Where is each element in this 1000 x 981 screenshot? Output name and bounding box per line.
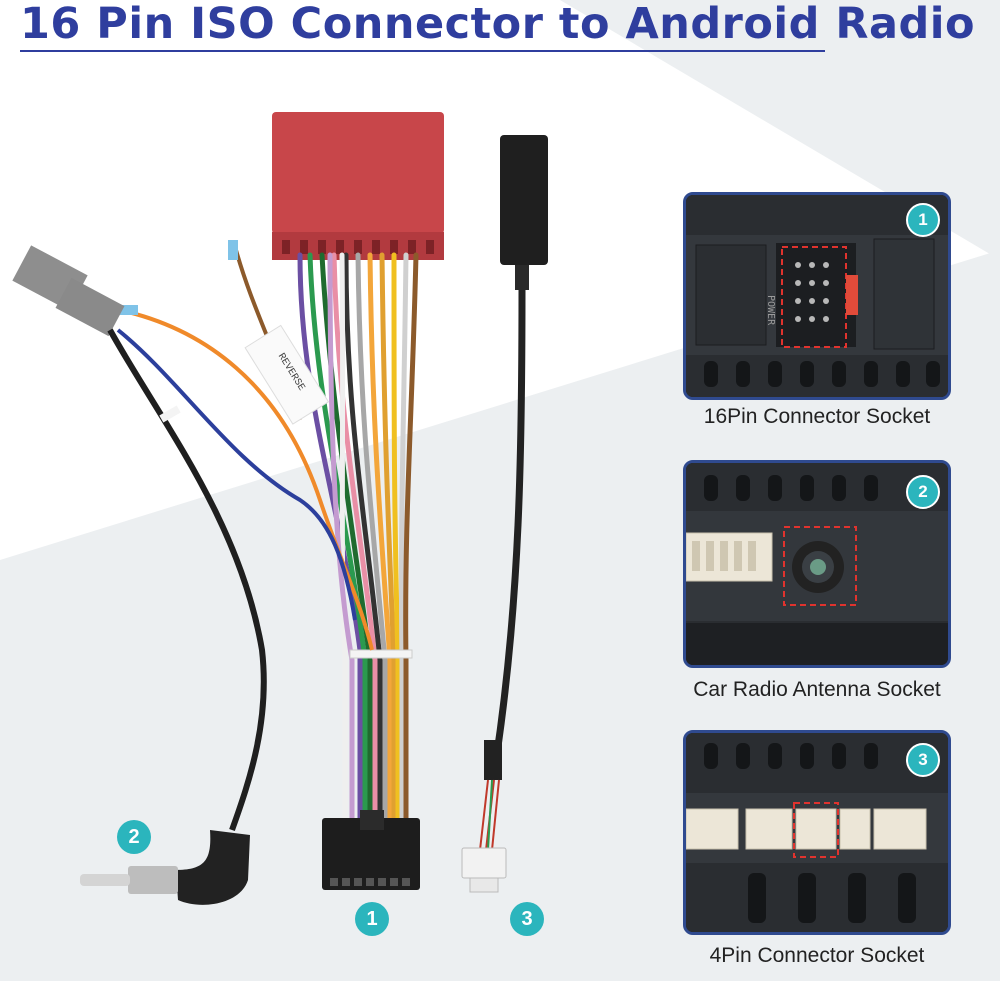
panel-4pin-socket: 3	[683, 730, 951, 935]
callout-badge-3: 3	[510, 902, 544, 936]
page-title: 16 Pin ISO Connector to Android Radio	[20, 0, 976, 49]
panel-16pin-socket: POWER 1	[683, 192, 951, 400]
cable-harness-illustration: REVERSE	[12, 112, 548, 905]
panel-badge-1: 1	[906, 203, 940, 237]
title-underline	[20, 50, 825, 52]
caption-4pin-socket: 4Pin Connector Socket	[709, 944, 925, 967]
caption-16pin-socket: 16Pin Connector Socket	[703, 405, 931, 428]
4pin-cable	[461, 135, 548, 893]
grey-antenna-adapter	[12, 245, 125, 337]
socket-photo-1: POWER	[686, 195, 948, 397]
panel-antenna-socket: 2	[683, 460, 951, 668]
panel-badge-3: 3	[906, 743, 940, 777]
socket-photo-2	[686, 463, 948, 665]
power-label: POWER	[765, 295, 776, 326]
callout-badge-2: 2	[117, 820, 151, 854]
socket-photo-3	[686, 733, 948, 932]
caption-antenna-socket: Car Radio Antenna Socket	[693, 678, 941, 701]
iso-connector	[272, 112, 444, 260]
antenna-plug	[80, 830, 250, 905]
panel-badge-2: 2	[906, 475, 940, 509]
output-connector-16pin	[322, 810, 420, 890]
callout-badge-1: 1	[355, 902, 389, 936]
